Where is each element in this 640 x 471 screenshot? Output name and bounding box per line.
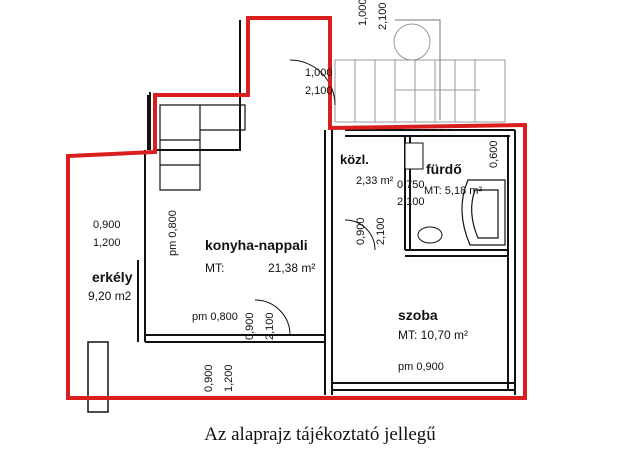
room-name-konyha: konyha-nappali — [205, 237, 308, 253]
dim-pm-bottom: pm 0,900 — [398, 361, 444, 373]
walls — [137, 20, 516, 395]
room-area-label-konyha: MT: — [205, 261, 224, 275]
toilet — [404, 142, 424, 170]
dim-door-mid-width: 0,900 — [244, 312, 256, 340]
room-name-erkely: erkély — [92, 269, 133, 285]
room-area-furdo: MT: 5,18 m² — [424, 185, 482, 197]
room-name-szoba: szoba — [398, 307, 438, 323]
dim-pm-mid-width: pm 0,800 — [192, 311, 238, 323]
dim-window-bottom-width: 0,900 — [203, 364, 215, 392]
room-area-konyha: 21,38 m² — [268, 261, 315, 275]
dim-window-left-width: 0,900 — [93, 219, 121, 231]
dim-top-stair-width: 1,000 — [357, 0, 369, 26]
dim-bath-door-height: 2,100 — [397, 196, 425, 208]
unit-outline — [66, 16, 527, 400]
dim-pm-left: pm 0,800 — [167, 210, 179, 256]
room-area-kozl: 2,33 m² — [356, 175, 394, 187]
staircase — [334, 19, 506, 123]
dim-bath-door-width: 0,750 — [397, 179, 425, 191]
dim-top-stair-height: 2,100 — [377, 2, 389, 30]
dim-door-top-width: 1,000 — [305, 67, 333, 79]
room-area-erkely: 9,20 m2 — [88, 289, 132, 303]
dim-door-top-height: 2,100 — [305, 85, 333, 97]
door-swings — [254, 59, 376, 336]
room-name-kozl: közl. — [340, 152, 369, 167]
dim-bath-door-height-vert: 2,100 — [375, 217, 387, 245]
room-name-furdo: fürdő — [426, 161, 462, 177]
dim-pm-mid-height: 2,100 — [264, 312, 276, 340]
kitchen-counter — [159, 104, 246, 191]
balcony-post — [87, 341, 109, 413]
dim-bath-door-width-vert: 0,900 — [355, 217, 367, 245]
dim-bath-right: 0,600 — [488, 140, 500, 168]
room-area-szoba: MT: 10,70 m² — [398, 328, 468, 342]
bathtub — [461, 179, 506, 246]
sink — [417, 226, 443, 244]
dim-window-bottom-height: 1,200 — [223, 364, 235, 392]
dim-window-left-height: 1,200 — [93, 237, 121, 249]
caption: Az alaprajz tájékoztató jellegű — [204, 424, 436, 445]
floor-plan: konyha-nappali MT: 21,38 m² erkély 9,20 … — [66, 0, 527, 413]
